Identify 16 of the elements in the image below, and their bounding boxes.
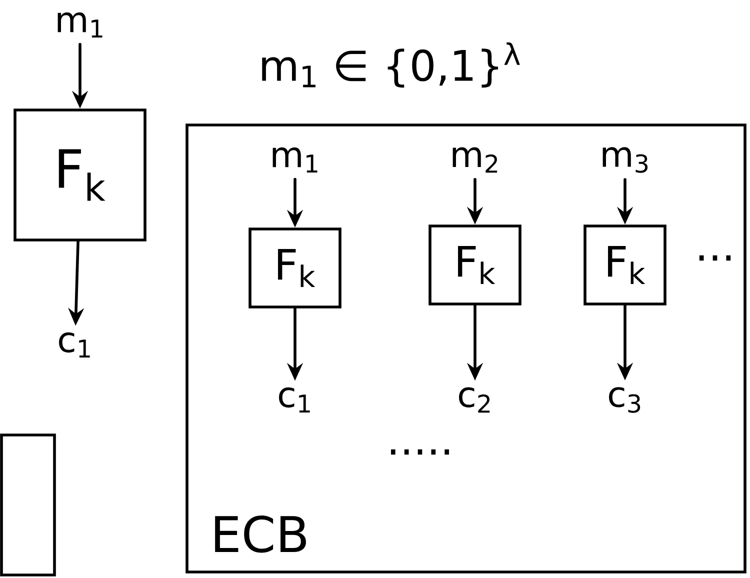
message-label: m$_{3}$ xyxy=(602,147,648,173)
ciphertext-label: c$_{3}$ xyxy=(609,387,640,413)
cipher-box: F$_{k}$ xyxy=(14,108,146,242)
message-label: m$_{1}$ xyxy=(58,12,102,38)
ciphertext-label: c$_{2}$ xyxy=(459,387,490,413)
empty-box xyxy=(0,434,56,576)
cipher-box: F$_{k}$ xyxy=(248,228,342,308)
mode-label: ECB xyxy=(215,516,306,553)
ciphertext-label: c$_{1}$ xyxy=(279,387,310,413)
ciphertext-label: c$_{1}$ xyxy=(59,332,90,358)
cipher-box: F$_{k}$ xyxy=(428,224,522,306)
message-label: m$_{2}$ xyxy=(452,147,498,173)
message-label: m$_{1}$ xyxy=(272,147,318,173)
ellipsis-mark: ..... xyxy=(391,449,449,455)
cipher-box: F$_{k}$ xyxy=(584,224,666,306)
set-heading: m$_{1}$ ∈ {0,1}$^{λ}$ xyxy=(262,42,520,88)
